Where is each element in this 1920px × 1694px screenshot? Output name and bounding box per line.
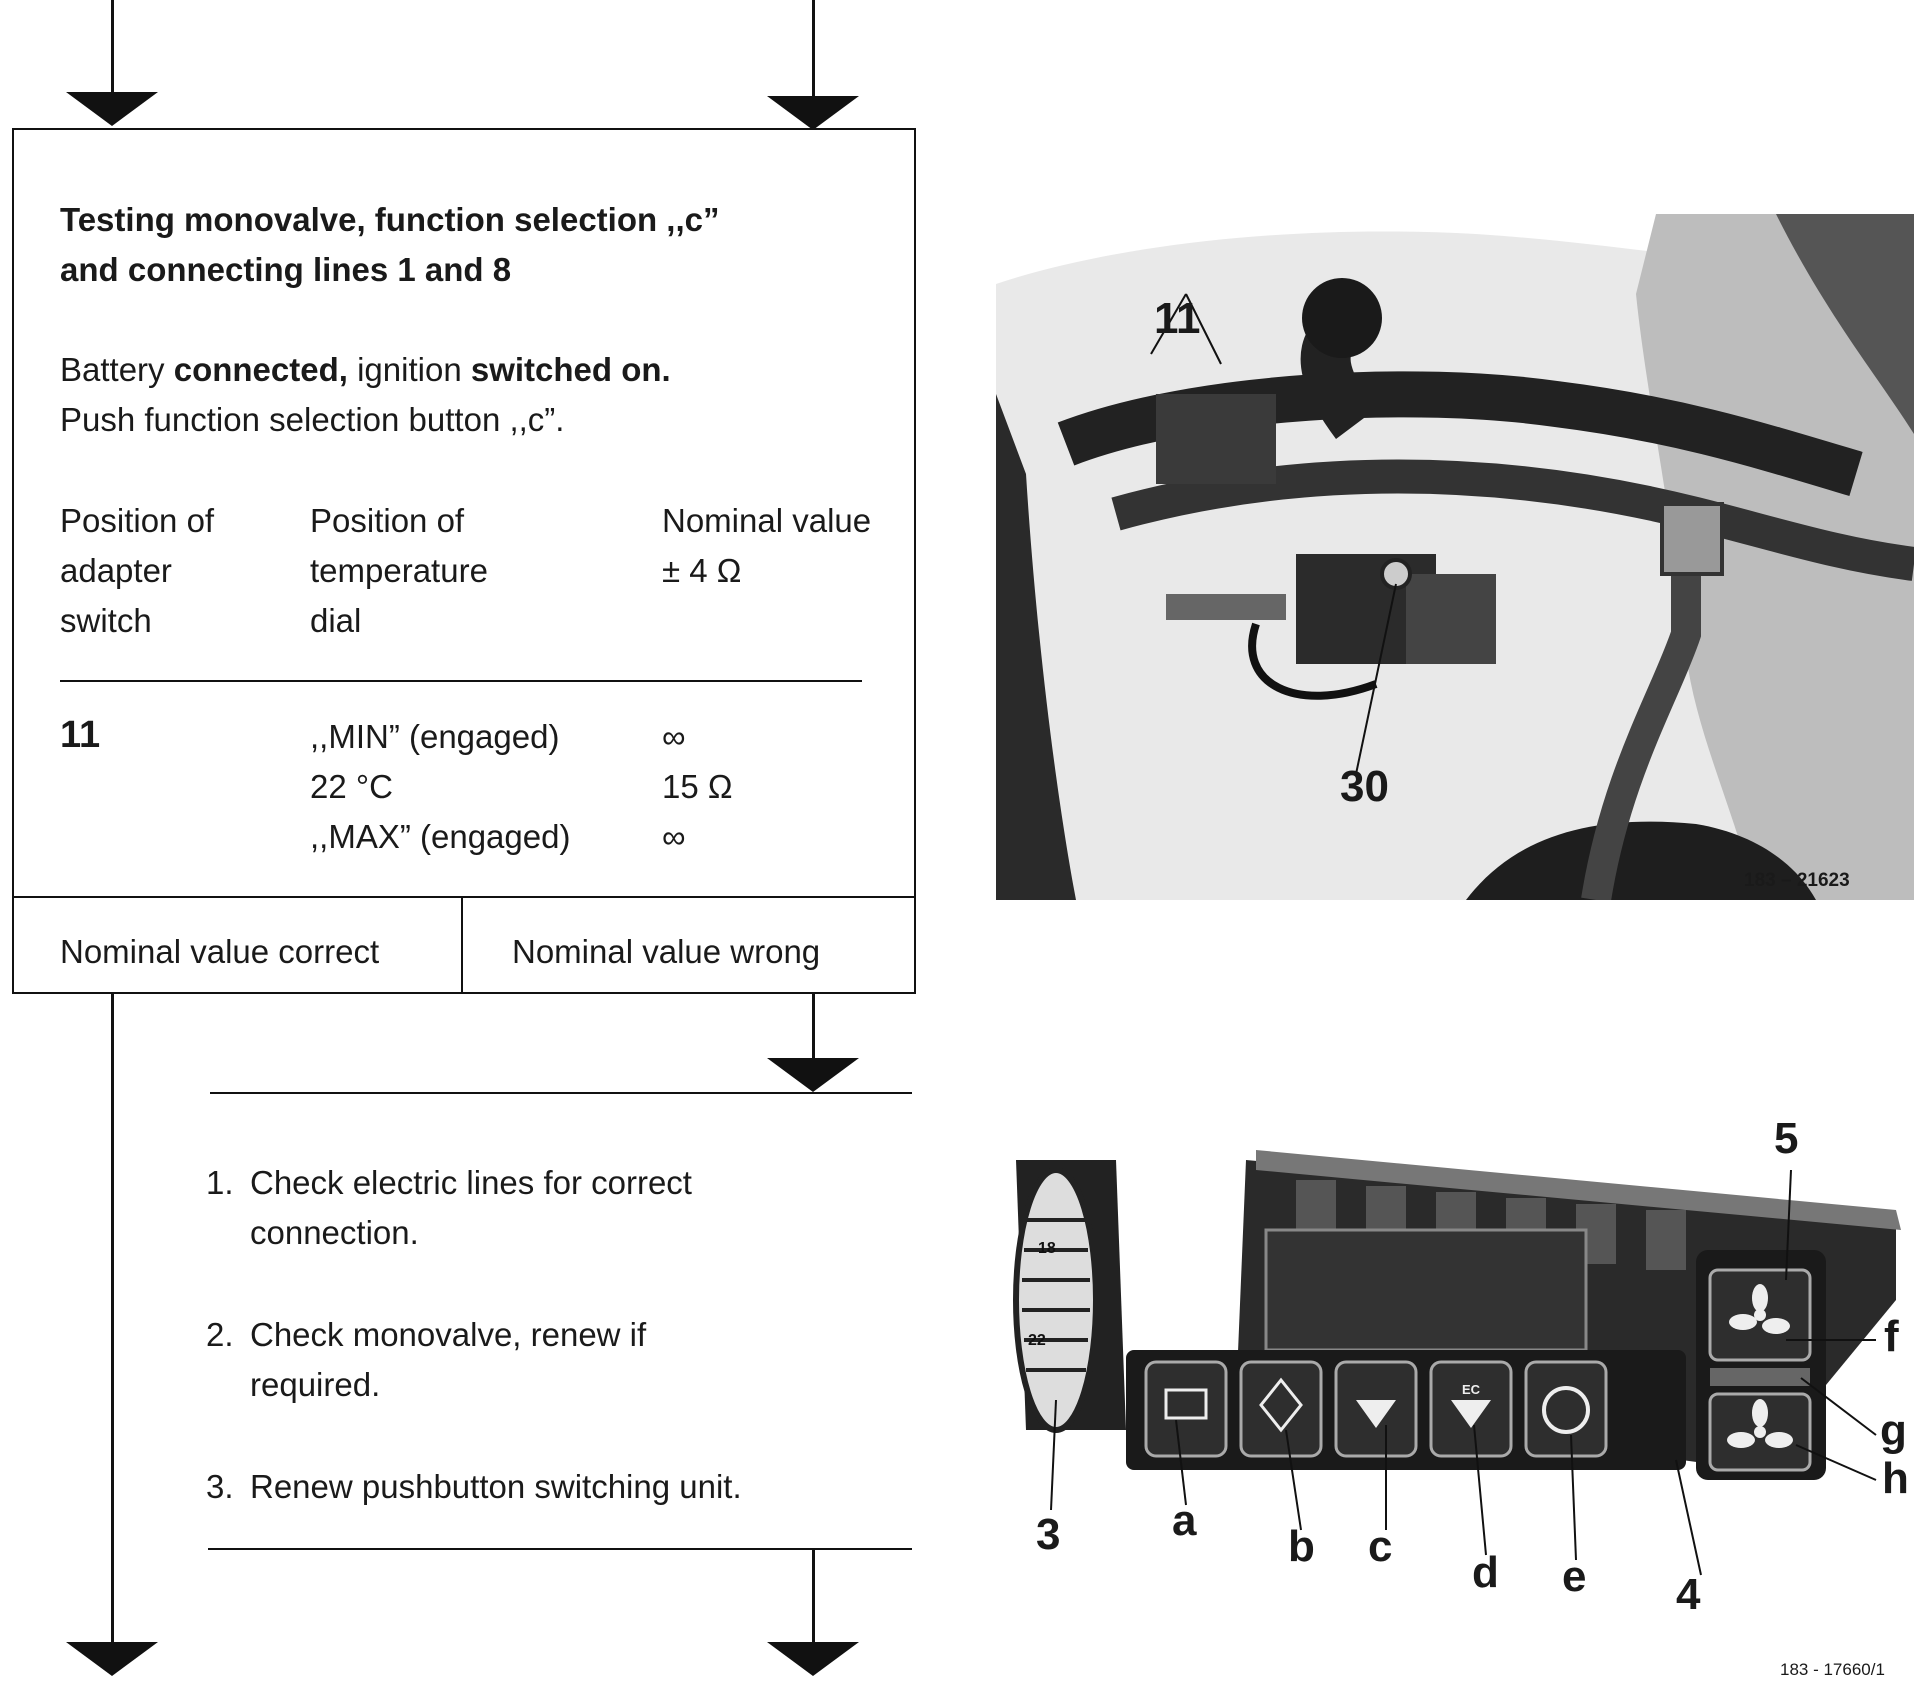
outcome-wrong-box bbox=[461, 896, 916, 994]
callout-label: d bbox=[1472, 1548, 1499, 1597]
outcome-wrong-label: Nominal value wrong bbox=[512, 933, 821, 970]
steps-top-rule bbox=[210, 1092, 912, 1094]
instruction-battery: Battery connected, ignition switched on. bbox=[60, 351, 671, 388]
table-divider bbox=[60, 680, 862, 682]
table-row: 22 °C 15 Ω bbox=[310, 762, 910, 812]
table-row: ,,MAX” (engaged) ∞ bbox=[310, 812, 910, 862]
header-temperature-dial: Position of temperature dial bbox=[310, 502, 488, 639]
outcome-correct-box bbox=[12, 896, 463, 994]
callout-label: 3 bbox=[1036, 1510, 1061, 1559]
callout-label: 30 bbox=[1340, 762, 1389, 811]
title-line: and connecting lines 1 and 8 bbox=[60, 251, 512, 288]
pushbutton-unit-photo: 18 22 EC 5 f g h 3 a b c d e 4 183 - 176… bbox=[996, 1100, 1920, 1694]
nominal-value: ∞ bbox=[662, 818, 686, 855]
arrow-down-icon bbox=[767, 96, 859, 130]
outcome-correct-label: Nominal value correct bbox=[60, 933, 380, 970]
callout-label: h bbox=[1882, 1454, 1909, 1503]
list-item: 1. Check electric lines for correct conn… bbox=[206, 1164, 692, 1251]
connector-line bbox=[812, 994, 815, 1060]
figure-code: 183 - 17660/1 bbox=[1780, 1660, 1885, 1679]
connector-line bbox=[111, 0, 114, 96]
engine-bay-photo: 11 30 183 – 21623 bbox=[996, 214, 1914, 900]
header-nominal-value: Nominal value ± 4 Ω bbox=[662, 502, 872, 589]
dial-position: ,,MAX” (engaged) bbox=[310, 818, 571, 855]
connector-line bbox=[111, 994, 114, 1642]
test-procedure-box bbox=[12, 128, 916, 898]
list-item: 3. Renew pushbutton switching unit. bbox=[206, 1468, 742, 1505]
callout-label: e bbox=[1562, 1552, 1587, 1601]
header-adapter-switch: Position of adapter switch bbox=[60, 502, 215, 639]
callout-label: f bbox=[1884, 1312, 1899, 1361]
steps-bottom-rule bbox=[208, 1548, 912, 1550]
dial-label: 18 bbox=[1038, 1240, 1056, 1257]
callout-label: 11 bbox=[1154, 294, 1201, 343]
adapter-position-value: 11 bbox=[60, 714, 101, 756]
list-item: 2. Check monovalve, renew if required. bbox=[206, 1316, 647, 1403]
connector-line bbox=[812, 1548, 815, 1644]
callout-label: a bbox=[1172, 1496, 1197, 1545]
callout-label: 4 bbox=[1676, 1570, 1701, 1619]
dial-position: 22 °C bbox=[310, 768, 393, 805]
arrow-down-icon bbox=[767, 1058, 859, 1092]
procedure-title: Testing monovalve, function selection ,,… bbox=[60, 195, 820, 295]
callout-label: c bbox=[1368, 1522, 1393, 1571]
dial-position: ,,MIN” (engaged) bbox=[310, 718, 560, 755]
button-label: EC bbox=[1462, 1382, 1481, 1397]
callout-label: 5 bbox=[1774, 1114, 1799, 1163]
nominal-value: 15 Ω bbox=[662, 768, 733, 805]
figure-code: 183 – 21623 bbox=[1744, 870, 1850, 891]
nominal-value: ∞ bbox=[662, 718, 686, 755]
table-row: ,,MIN” (engaged) ∞ bbox=[310, 712, 910, 762]
pushbutton-unit-illustration bbox=[1013, 1150, 1901, 1576]
callout-label: b bbox=[1288, 1522, 1315, 1571]
connector-line bbox=[812, 0, 815, 96]
callout-label: g bbox=[1880, 1406, 1907, 1455]
arrow-down-icon bbox=[767, 1642, 859, 1676]
engine-bay-illustration bbox=[996, 214, 1914, 900]
arrow-down-icon bbox=[66, 92, 158, 126]
dial-label: 22 bbox=[1028, 1332, 1046, 1349]
instruction-push-button: Push function selection button ,,c”. bbox=[60, 401, 565, 438]
arrow-down-icon bbox=[66, 1642, 158, 1676]
title-line: Testing monovalve, function selection ,,… bbox=[60, 201, 720, 238]
